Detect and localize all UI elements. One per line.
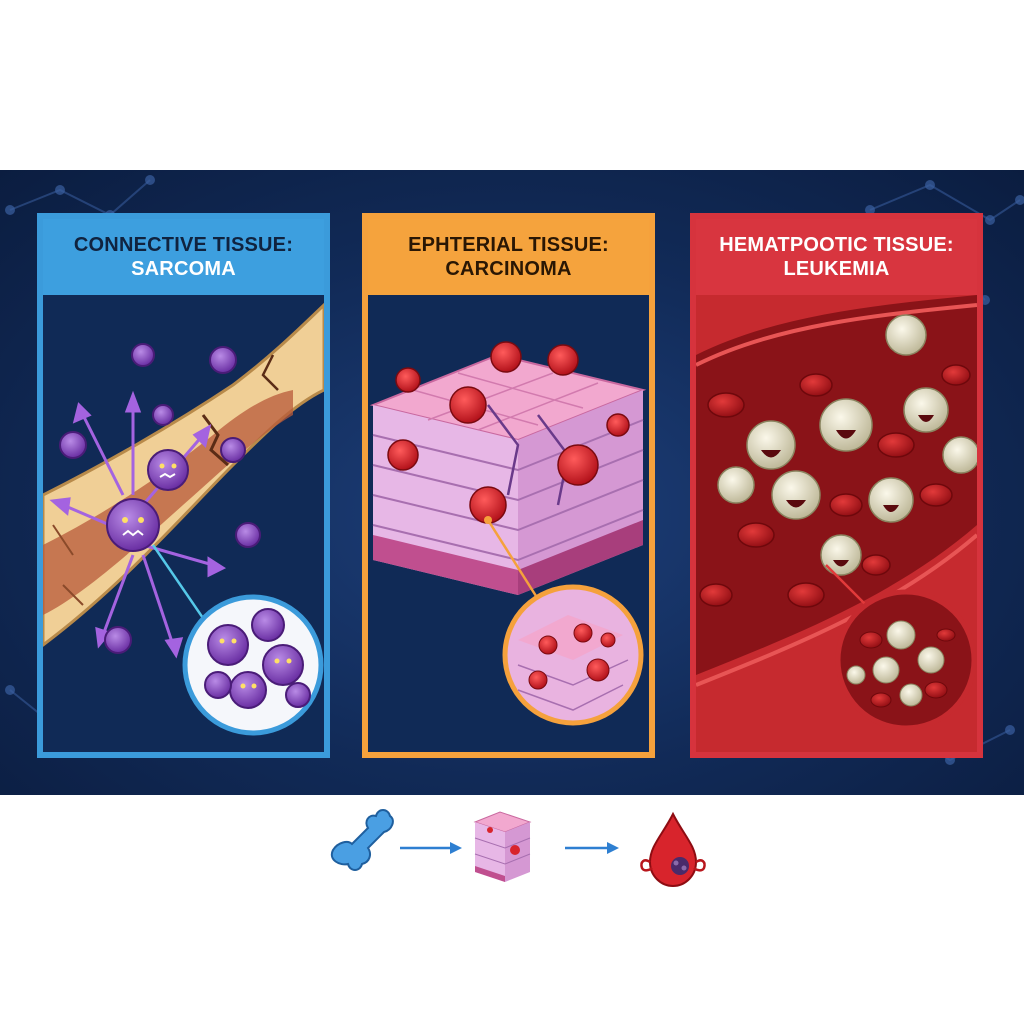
carcinoma-illustration <box>368 295 649 752</box>
panel-subtitle: CARCINOMA <box>445 258 572 280</box>
panel-subtitle: SARCOMA <box>131 258 236 280</box>
diagram-banner: CONNECTIVE TISSUE: SARCOMA <box>0 170 1024 795</box>
panel-title: CONNECTIVE TISSUE: <box>73 234 294 256</box>
leukemia-illustration <box>696 295 977 752</box>
blood-drop-icon <box>640 811 706 888</box>
sarcoma-magnified-view <box>182 594 324 736</box>
panel-title: EPHTERIAL TISSUE: <box>408 234 609 256</box>
sarcoma-illustration <box>43 295 324 752</box>
tissue-flow-legend <box>330 809 706 888</box>
panel-title: HEMATPOOTIC TISSUE: <box>719 234 954 256</box>
leukemia-magnified-view <box>835 589 977 731</box>
panel-header: EPHTERIAL TISSUE: CARCINOMA <box>368 219 649 295</box>
panel-connective-tissue: CONNECTIVE TISSUE: SARCOMA <box>37 213 330 758</box>
carcinoma-magnified-view <box>502 584 644 726</box>
bone-icon <box>330 809 394 871</box>
panel-epithelial-tissue: EPHTERIAL TISSUE: CARCINOMA <box>362 213 655 758</box>
arrow-icon <box>565 842 619 854</box>
panel-subtitle: LEUKEMIA <box>783 258 890 280</box>
panel-header: HEMATPOOTIC TISSUE: LEUKEMIA <box>696 219 977 295</box>
panel-header: CONNECTIVE TISSUE: SARCOMA <box>43 219 324 295</box>
panel-hematopoietic-tissue: HEMATPOOTIC TISSUE: LEUKEMIA <box>690 213 983 758</box>
arrow-icon <box>400 842 462 854</box>
tissue-cube-icon <box>473 811 532 882</box>
